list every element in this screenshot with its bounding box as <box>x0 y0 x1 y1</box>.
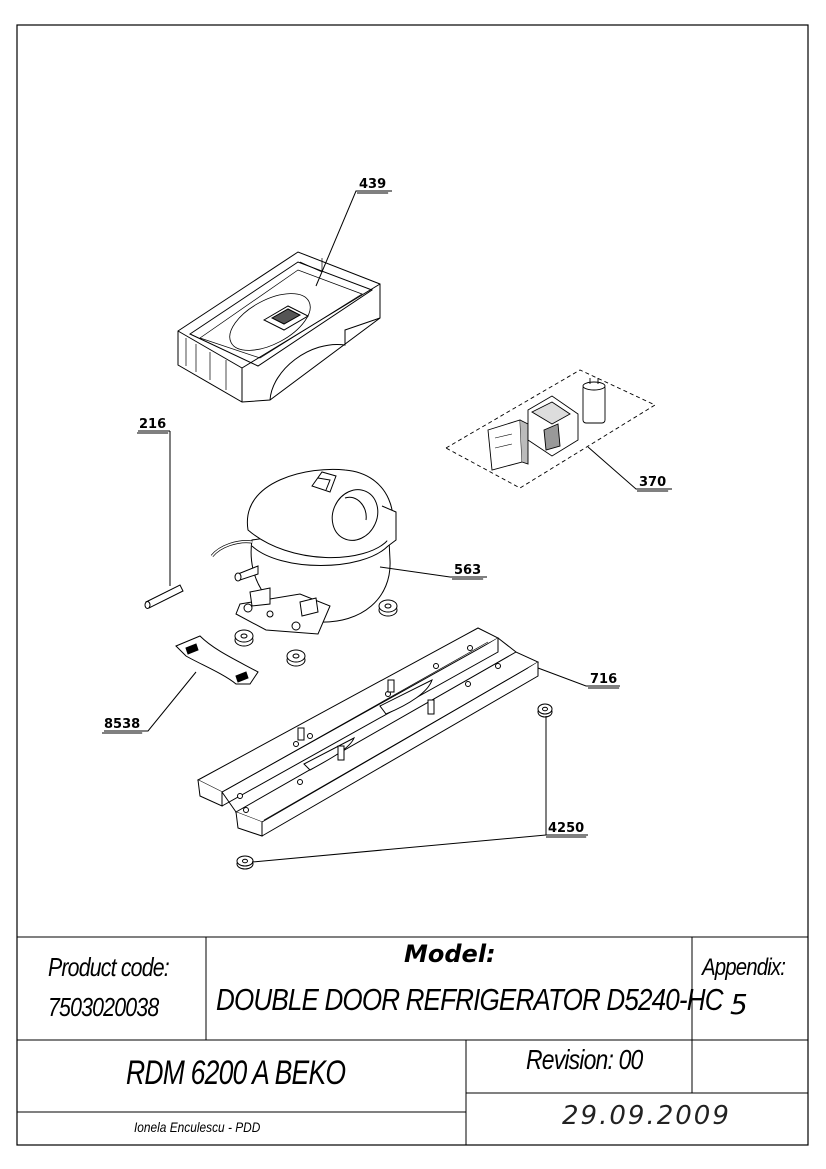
part-563-compressor <box>210 468 397 635</box>
label-563: 563 <box>454 563 481 578</box>
part-439-tray <box>177 251 381 403</box>
product-code-label: Product code: <box>48 952 170 982</box>
label-370: 370 <box>639 475 666 490</box>
revision: Revision: 00 <box>526 1044 643 1075</box>
label-439: 439 <box>359 177 386 192</box>
part-labels: 439 216 370 563 716 8538 4250 <box>102 177 669 838</box>
part-716-mounting-rails <box>196 627 540 837</box>
part-8538-plate <box>175 635 259 685</box>
part-216-pipe <box>144 584 184 609</box>
product-name: RDM 6200 A BEKO <box>126 1054 346 1092</box>
drawing-frame <box>16 24 809 1146</box>
leader-lines <box>104 190 672 863</box>
label-216: 216 <box>139 417 166 432</box>
label-716: 716 <box>590 672 617 687</box>
model-value: DOUBLE DOOR REFRIGERATOR D5240-HC <box>216 982 724 1017</box>
date: 29.09.2009 <box>562 1101 731 1131</box>
label-8538: 8538 <box>104 717 140 732</box>
model-label: Model: <box>404 940 496 968</box>
author: Ionela Enculescu - PDD <box>134 1119 261 1135</box>
label-4250: 4250 <box>548 821 584 836</box>
appendix-label: Appendix: <box>702 954 786 981</box>
part-370-electrical-kit <box>445 369 656 489</box>
appendix-value: 5 <box>730 988 748 1021</box>
grommets <box>234 599 553 870</box>
product-code-value: 7503020038 <box>48 992 159 1022</box>
title-block-grid <box>17 936 808 1145</box>
